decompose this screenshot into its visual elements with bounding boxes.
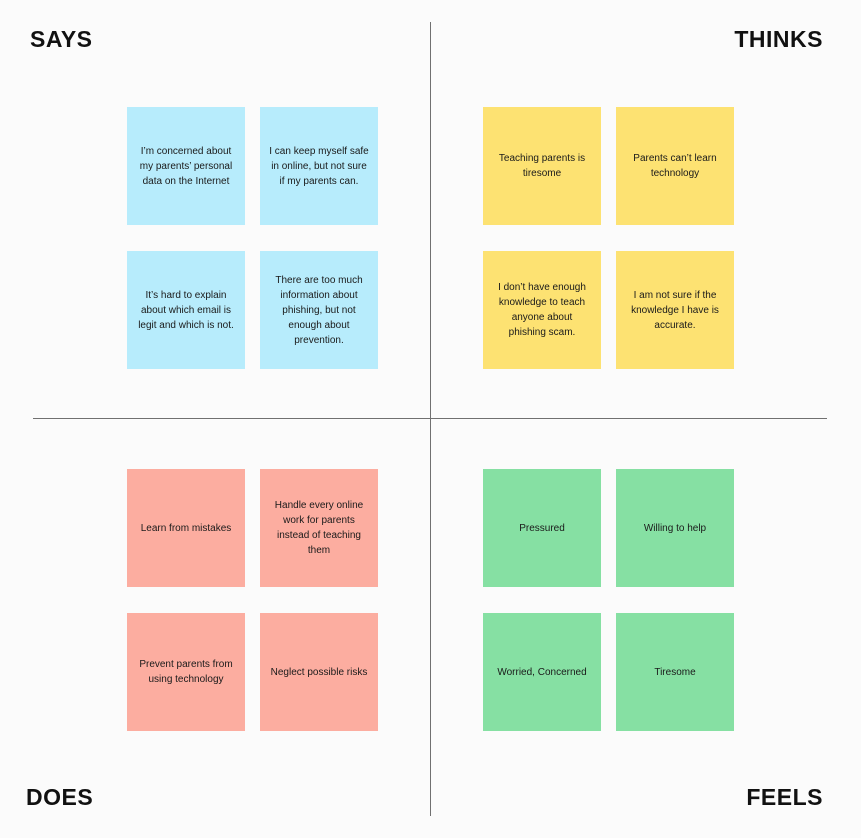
feels-sticky-note[interactable]: Tiresome — [616, 613, 734, 731]
says-title: SAYS — [30, 26, 93, 52]
does-sticky-note[interactable]: Learn from mistakes — [127, 469, 245, 587]
thinks-sticky-note[interactable]: I don’t have enough knowledge to teach a… — [483, 251, 601, 369]
thinks-sticky-note[interactable]: Teaching parents is tiresome — [483, 107, 601, 225]
feels-sticky-note[interactable]: Worried, Concerned — [483, 613, 601, 731]
feels-sticky-note[interactable]: Pressured — [483, 469, 601, 587]
says-sticky-note[interactable]: I’m concerned about my parents’ personal… — [127, 107, 245, 225]
horizontal-divider — [33, 418, 827, 419]
says-sticky-note[interactable]: I can keep myself safe in online, but no… — [260, 107, 378, 225]
thinks-title: THINKS — [734, 26, 823, 52]
says-sticky-note[interactable]: There are too much information about phi… — [260, 251, 378, 369]
vertical-divider — [430, 22, 431, 816]
feels-title: FEELS — [746, 784, 823, 810]
thinks-sticky-note[interactable]: I am not sure if the knowledge I have is… — [616, 251, 734, 369]
does-sticky-note[interactable]: Neglect possible risks — [260, 613, 378, 731]
does-sticky-note[interactable]: Prevent parents from using technology — [127, 613, 245, 731]
does-title: DOES — [26, 784, 94, 810]
feels-sticky-note[interactable]: Willing to help — [616, 469, 734, 587]
does-sticky-note[interactable]: Handle every online work for parents ins… — [260, 469, 378, 587]
thinks-sticky-note[interactable]: Parents can’t learn technology — [616, 107, 734, 225]
says-sticky-note[interactable]: It’s hard to explain about which email i… — [127, 251, 245, 369]
